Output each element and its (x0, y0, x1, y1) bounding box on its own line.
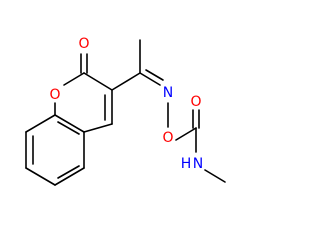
bond (25, 167, 56, 186)
bond-set (25, 39, 226, 186)
imine-nitrogen-label: N (163, 85, 173, 101)
bond (111, 72, 141, 91)
oxime-oxygen-label: O (162, 130, 173, 146)
atom-label-set: O O N O O H N (49, 36, 203, 172)
ring-oxygen-label: O (49, 87, 60, 103)
bond (139, 72, 161, 86)
bond (54, 114, 85, 133)
bond (204, 169, 226, 183)
structure-canvas: O O N O O H N (25, 36, 226, 186)
bond (175, 127, 197, 141)
molecule-structure: O O N O O H N (25, 36, 226, 186)
bond (25, 114, 56, 133)
bond (145, 69, 164, 81)
amide-nitrogen-label: N (193, 156, 203, 172)
bond (83, 72, 113, 91)
amide-hydrogen-label: H (181, 156, 192, 172)
bond (57, 121, 80, 135)
bond (63, 72, 85, 86)
carbonyl-oxygen-label: O (78, 36, 89, 52)
carbamate-oxygen-label: O (190, 94, 201, 110)
bond (83, 123, 113, 133)
bond (57, 165, 80, 179)
bond (54, 167, 85, 186)
